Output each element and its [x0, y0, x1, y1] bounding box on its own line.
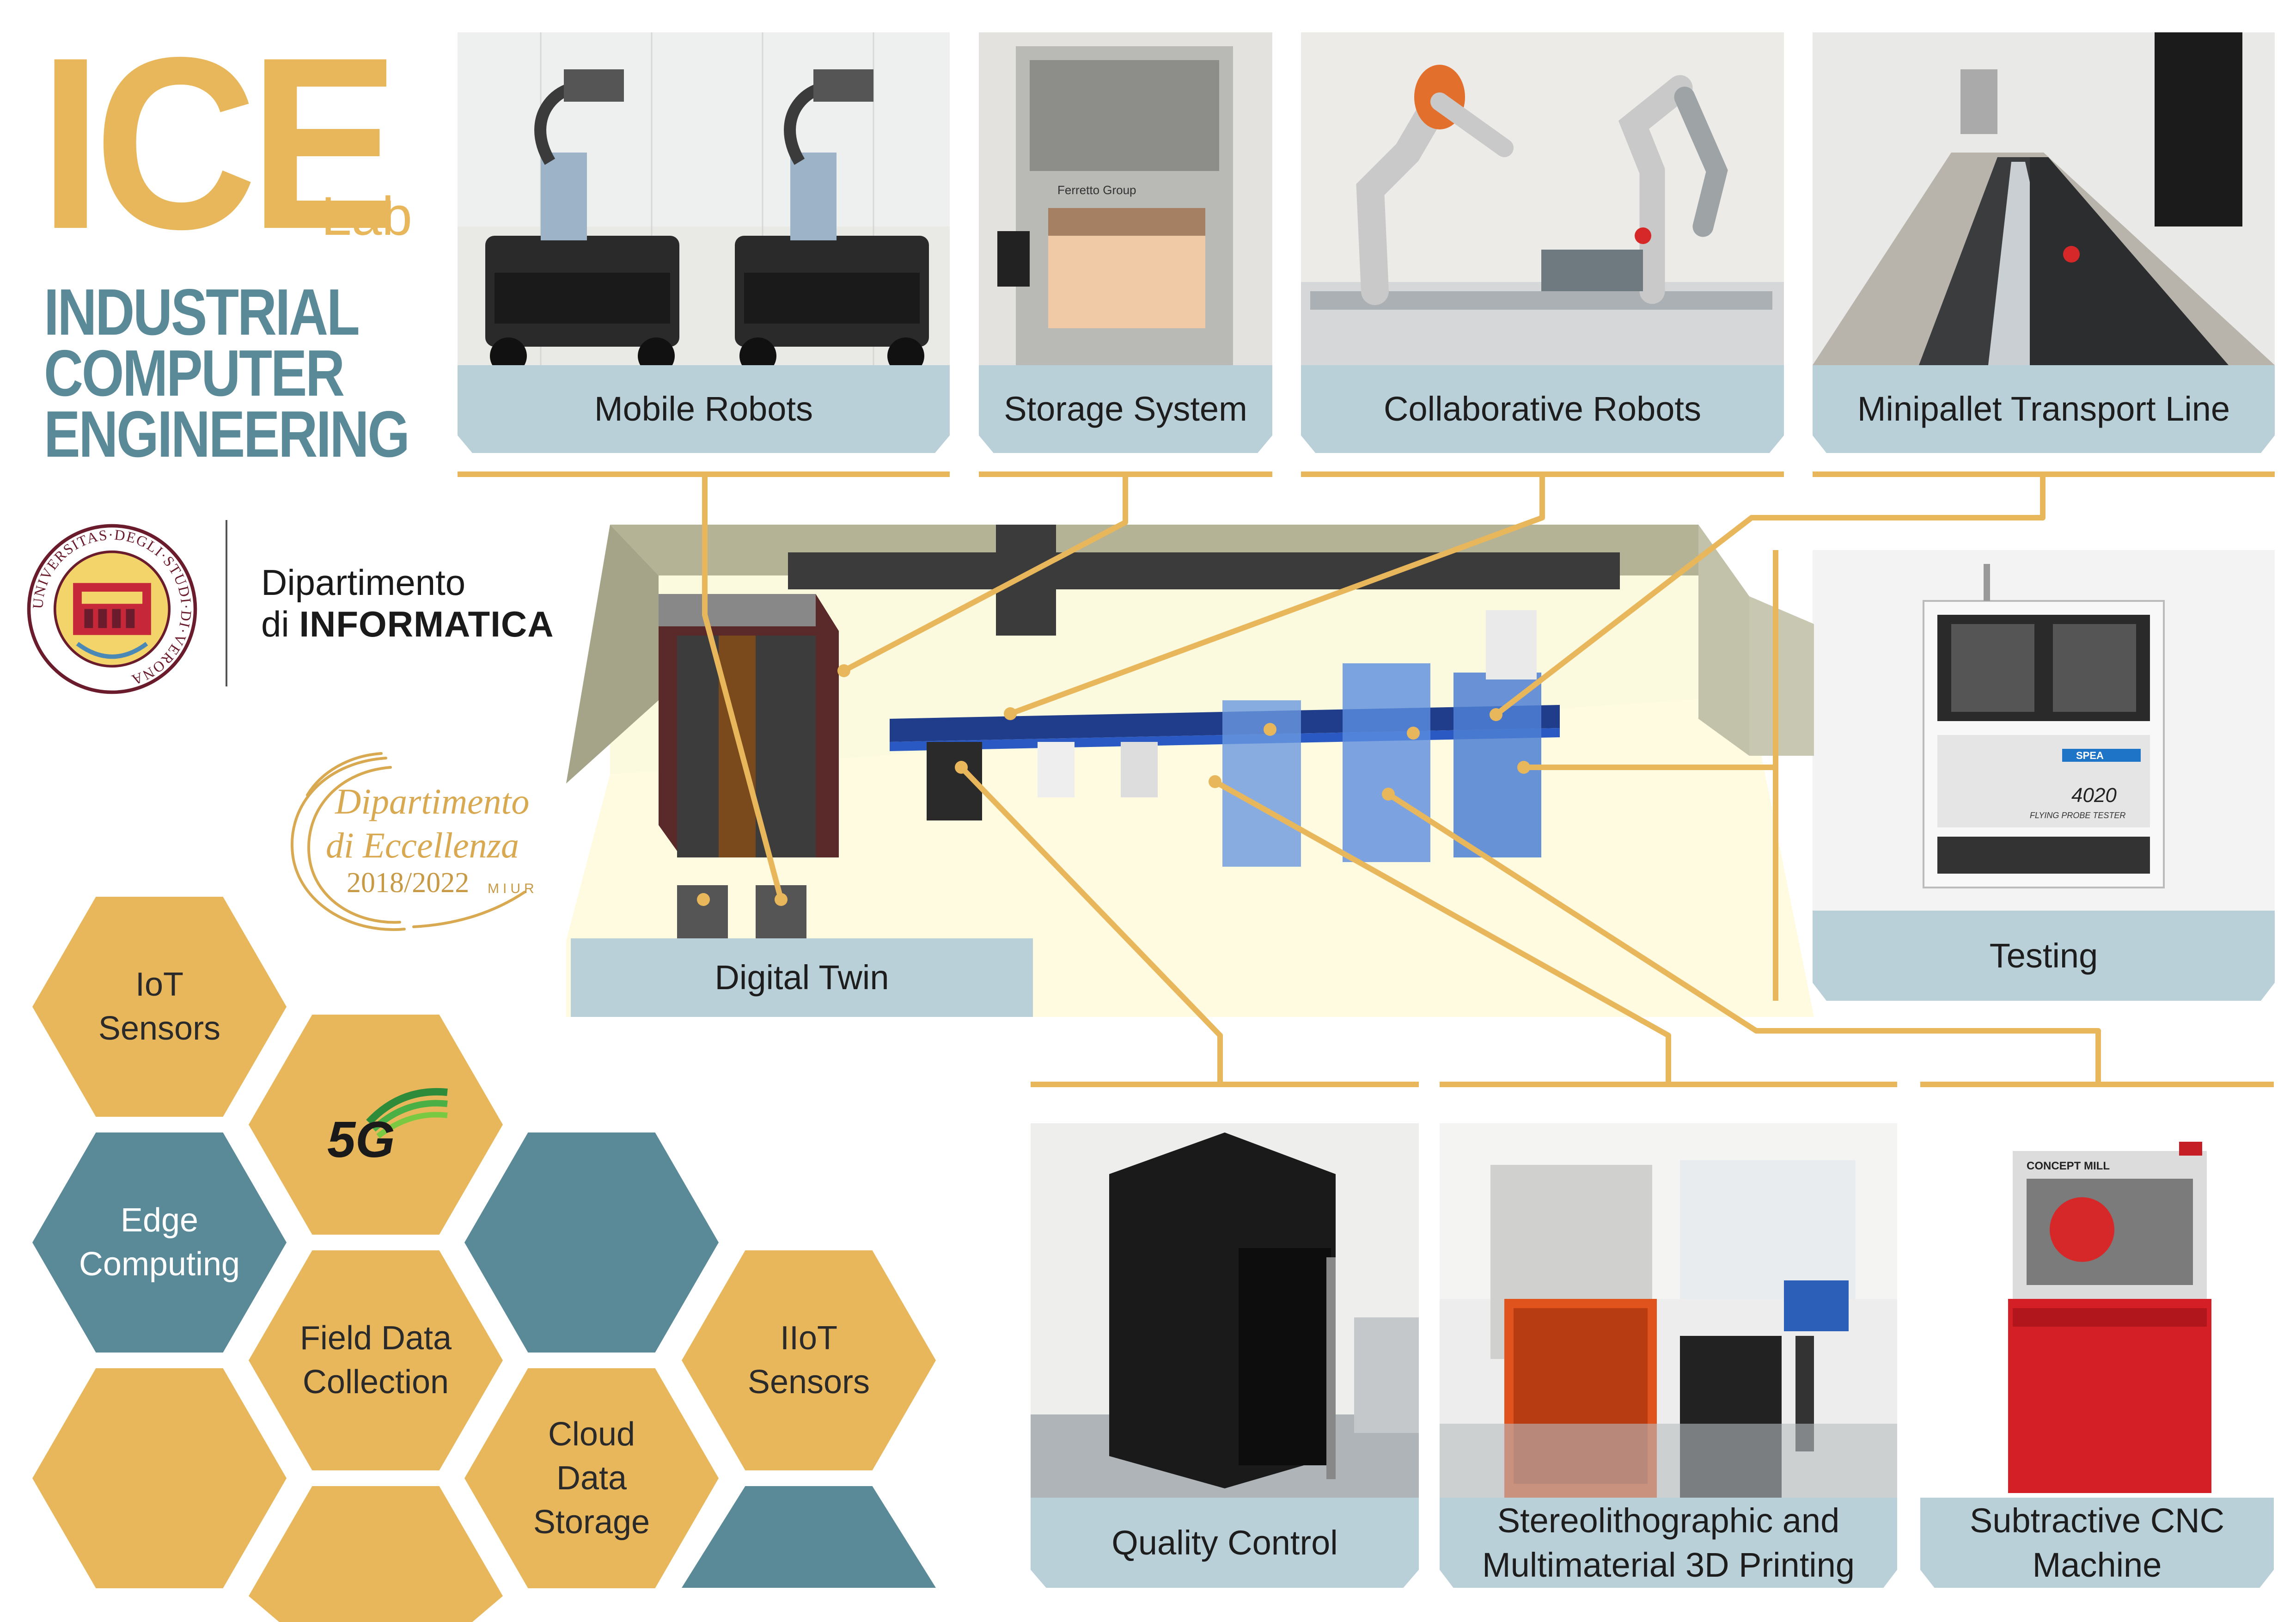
excellence-line1: Dipartimento: [335, 781, 529, 821]
hex-label: Cloud Data Storage: [533, 1415, 650, 1541]
hex-iiot-sensors: IIoT Sensors: [682, 1250, 936, 1470]
connector-line: [1773, 550, 1778, 1001]
3d-printing-photo: [1440, 1123, 1897, 1498]
storage-system-photo: Ferretto Group: [979, 32, 1272, 365]
connector-line: [1031, 1082, 1419, 1087]
card-label: Stereolithographic and Multimaterial 3D …: [1482, 1501, 1855, 1584]
logo-ice: ICE: [39, 6, 400, 280]
cnc-machine-label: Subtractive CNC Machine: [1920, 1498, 2274, 1588]
connector-line: [1301, 471, 1784, 477]
hex-blank: [32, 1368, 287, 1588]
storage-brand: Ferretto Group: [1057, 183, 1136, 197]
connector-line: [979, 471, 1272, 477]
card-label: Digital Twin: [714, 958, 889, 997]
testing-brand: SPEA: [2076, 750, 2104, 761]
testing-subtitle: FLYING PROBE TESTER: [2030, 811, 2125, 820]
cnc-brand: CONCEPT MILL: [2027, 1160, 2110, 1172]
digital-twin-label: [571, 938, 1033, 1017]
cnc-machine-photo: CONCEPT MILL: [1920, 1123, 2274, 1498]
department-line2: di INFORMATICA: [261, 603, 554, 645]
logo-subtitle-line: ENGINEERING: [44, 398, 410, 471]
testing-photo: SPEA 4020 FLYING PROBE TESTER: [1813, 550, 2275, 911]
mobile-robots-label: Mobile Robots: [458, 365, 950, 453]
connector-line: [458, 471, 950, 477]
connector-line: [1920, 1082, 2274, 1087]
card-label: Subtractive CNC Machine: [1969, 1501, 2225, 1584]
collaborative-robots-label: Collaborative Robots: [1301, 365, 1784, 453]
card-label: Quality Control: [1111, 1523, 1338, 1562]
connector-line: [1813, 471, 2275, 477]
5g-icon: 5G: [327, 1088, 448, 1168]
excellence-miur: MIUR: [488, 881, 538, 896]
storage-system-label: Storage System: [979, 365, 1272, 453]
excellence-emblem: Dipartimento di Eccellenza 2018/2022 MIU…: [290, 752, 538, 931]
logo-lab: Lab: [321, 186, 412, 247]
hex-edge-computing: Edge Computing: [32, 1132, 287, 1353]
department-prefix: di: [261, 604, 289, 644]
hex-label: Field Data Collection: [299, 1320, 452, 1401]
hex-label: Edge Computing: [79, 1202, 240, 1283]
logo-subtitle-line: COMPUTER: [44, 337, 345, 410]
hex-cloud-data-storage: Cloud Data Storage: [464, 1368, 719, 1588]
mobile-robots-photo: [458, 32, 950, 365]
testing-model: 4020: [2071, 784, 2117, 807]
5g-label: 5G: [327, 1111, 395, 1168]
minipallet-line-label: Minipallet Transport Line: [1813, 365, 2275, 453]
card-label: Testing: [1989, 936, 2098, 975]
department-line1: Dipartimento: [261, 562, 466, 603]
hex-blank: [249, 1486, 503, 1622]
digital-twin-label-text: Digital Twin: [571, 938, 1033, 1017]
quality-control-photo: [1031, 1123, 1419, 1498]
hex-iot-sensors: IoT Sensors: [32, 897, 287, 1117]
minipallet-line-photo: [1813, 32, 2275, 365]
connector-line: [1440, 1082, 1897, 1087]
card-label: Storage System: [1004, 390, 1247, 428]
card-label: Minipallet Transport Line: [1857, 390, 2230, 428]
hex-label: IIoT Sensors: [747, 1320, 870, 1401]
testing-label: Testing: [1813, 911, 2275, 1001]
logo-subtitle-line: INDUSTRIAL: [44, 275, 360, 349]
logo-subtitle: INDUSTRIAL COMPUTER ENGINEERING: [44, 275, 410, 471]
hex-field-data-collection: Field Data Collection: [249, 1250, 503, 1470]
hex-5g: 5G: [249, 1015, 503, 1235]
separator: [226, 520, 227, 686]
excellence-years: 2018/2022: [347, 867, 469, 899]
3d-printing-label: Stereolithographic and Multimaterial 3D …: [1440, 1498, 1897, 1588]
hex-blank: [464, 1132, 719, 1353]
university-seal-icon: UNIVERSITAS·DEGLI·STUDI·DI·VERONA: [27, 524, 197, 694]
hex-label: IoT Sensors: [98, 966, 221, 1047]
collaborative-robots-photo: [1301, 32, 1784, 365]
department-name: INFORMATICA: [299, 604, 554, 644]
hex-blank: [682, 1486, 936, 1588]
card-label: Collaborative Robots: [1384, 390, 1701, 428]
excellence-line2: di Eccellenza: [326, 825, 519, 865]
card-label: Mobile Robots: [594, 390, 813, 428]
quality-control-label: Quality Control: [1031, 1498, 1419, 1588]
